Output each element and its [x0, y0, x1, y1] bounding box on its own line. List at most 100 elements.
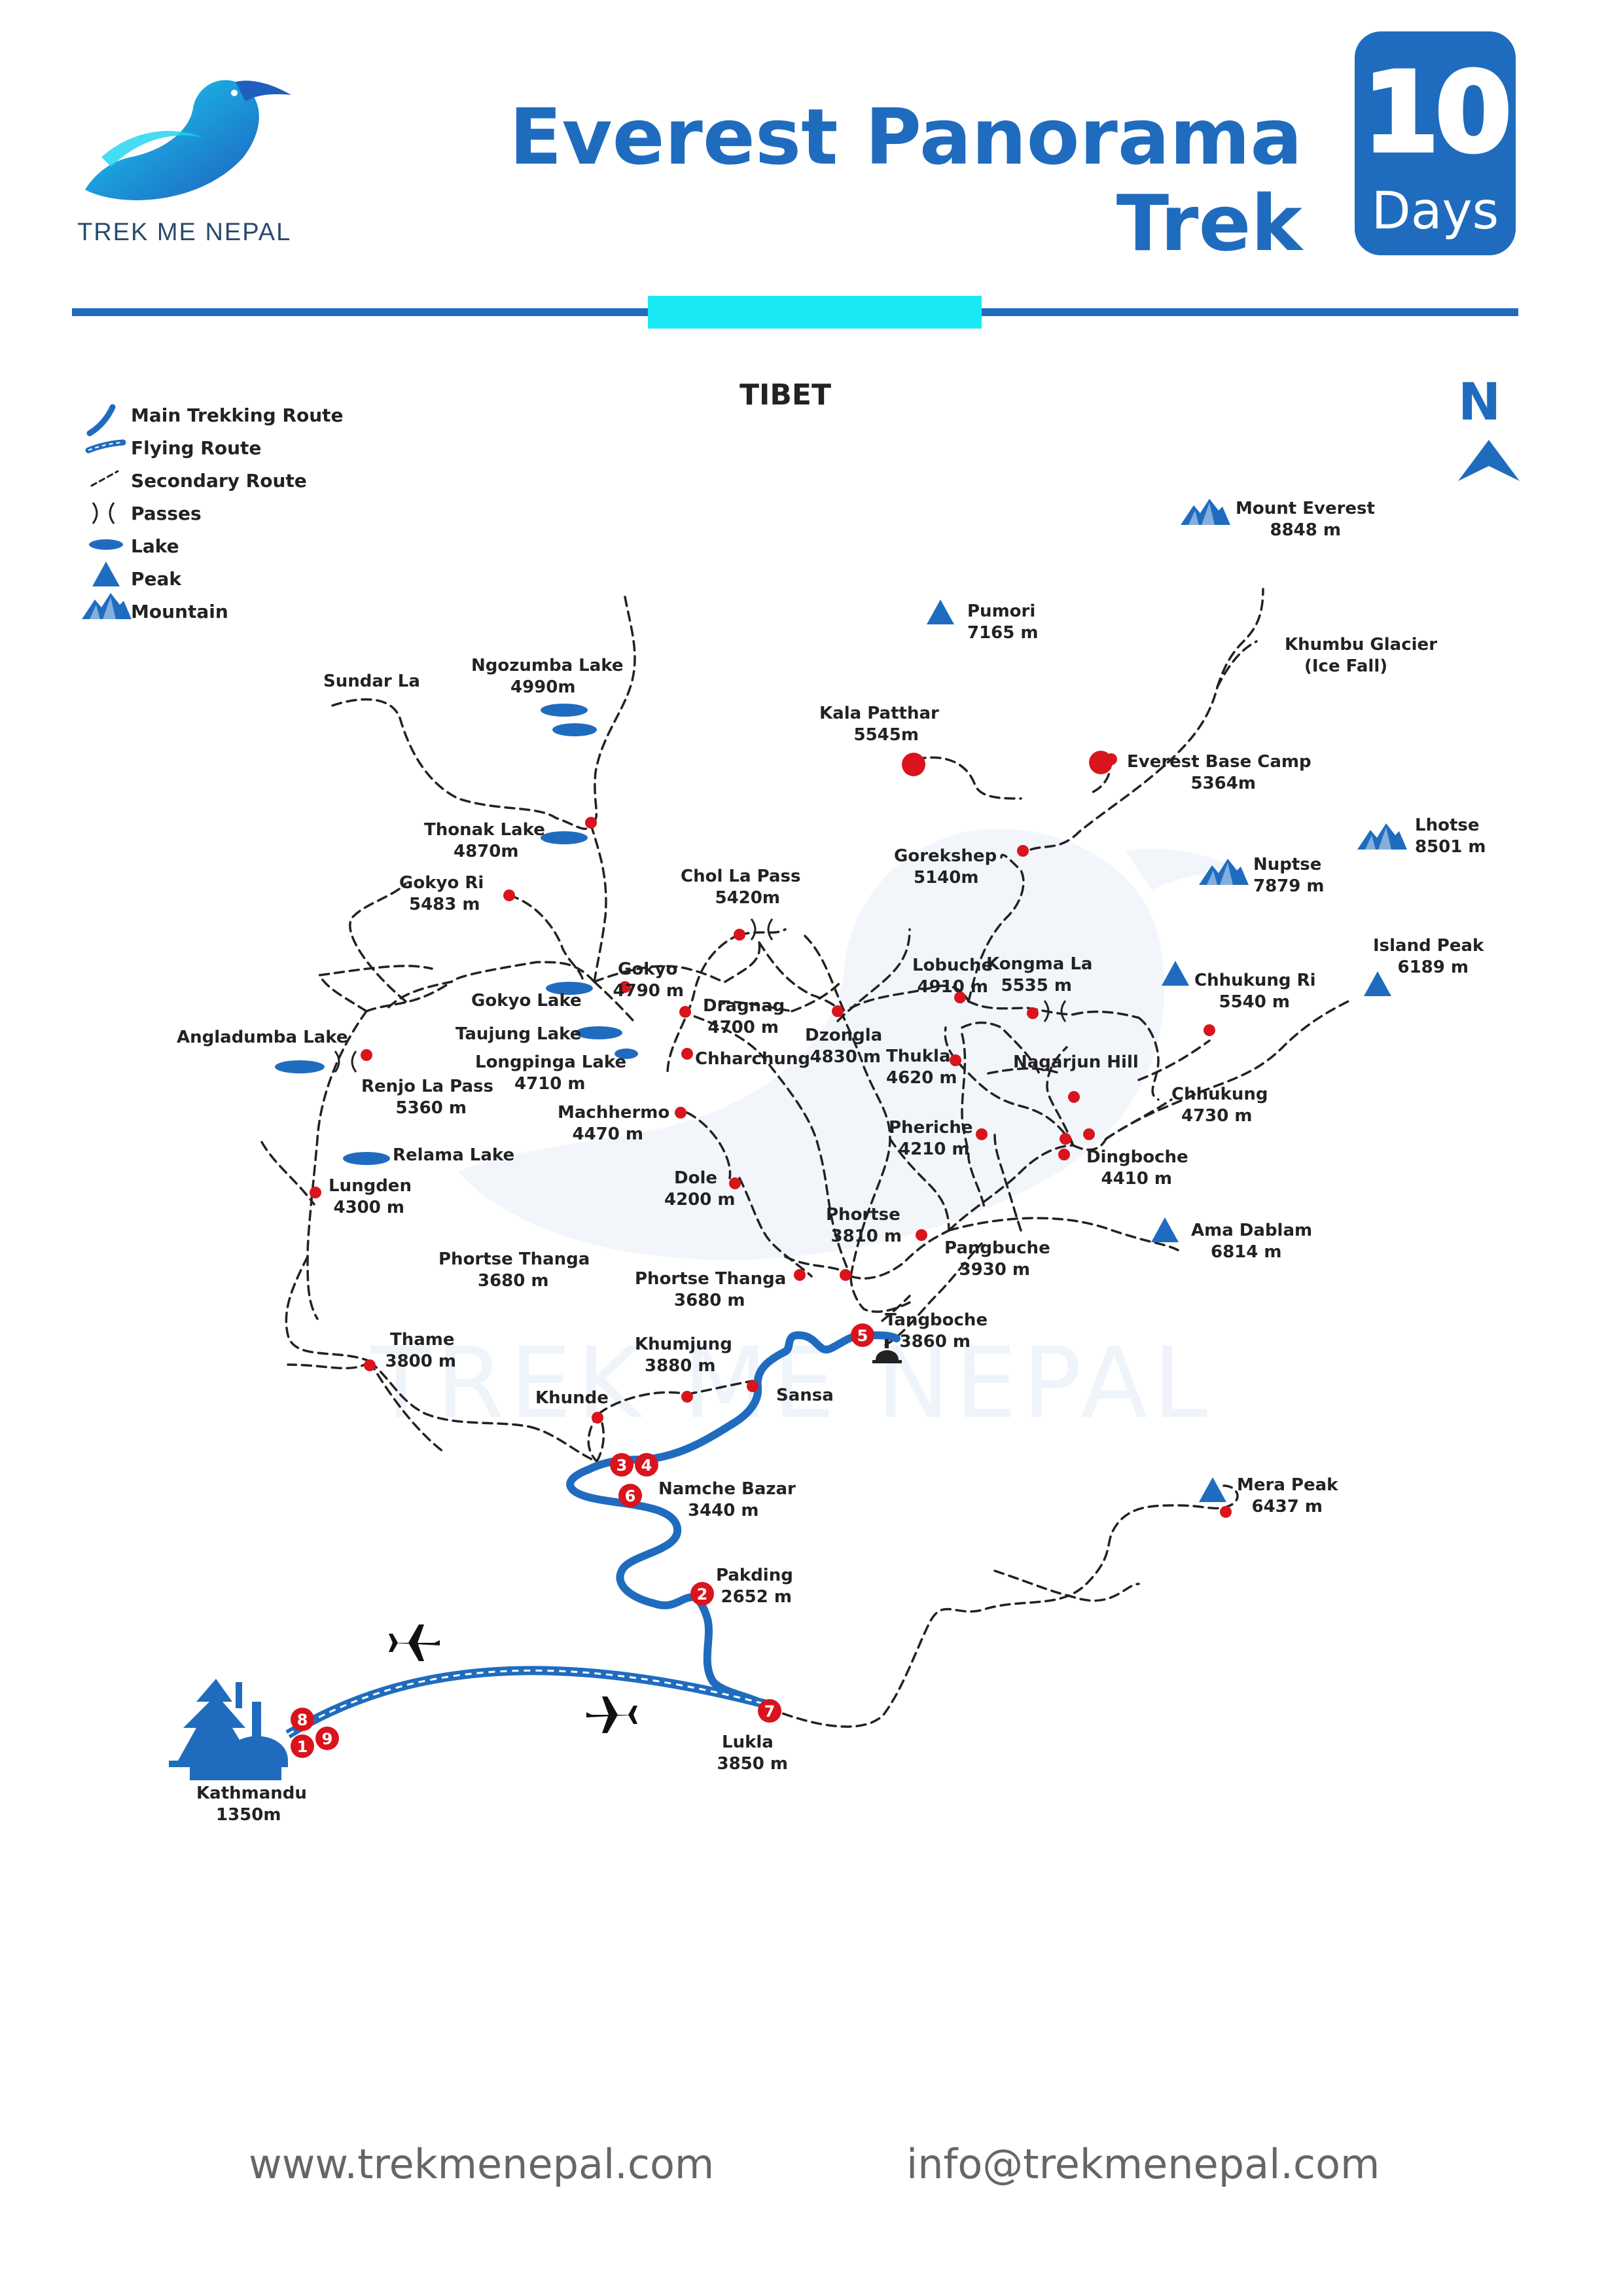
gompa-dome — [876, 1350, 899, 1360]
watermark-bird — [458, 829, 1165, 1261]
place-label: Gokyo Ri — [399, 873, 484, 893]
secondary-route — [1216, 640, 1258, 689]
place-altitude: 8501 m — [1415, 837, 1486, 857]
secondary-route — [365, 980, 453, 1013]
pass-arc-left — [750, 918, 757, 941]
place-label: Kathmandu — [196, 1784, 307, 1803]
lake-icon — [552, 723, 597, 736]
pass-arc-right — [109, 502, 115, 524]
place-altitude: 5535 m — [1001, 976, 1073, 996]
day-marker-label: 6 — [625, 1487, 636, 1505]
secondary-route — [597, 1391, 688, 1415]
region-label: TIBET — [740, 378, 831, 412]
secondary-route — [840, 1010, 891, 1278]
duration-badge: 10 Days — [1355, 31, 1516, 255]
place-label: Angladumba Lake — [177, 1028, 348, 1047]
place-altitude: 4200 m — [664, 1190, 736, 1210]
place-label: Gokyo — [618, 960, 677, 979]
legend-main-route: Main Trekking Route — [131, 404, 344, 426]
place-label: Island Peak — [1373, 936, 1484, 956]
page-title-line2: Trek — [1116, 178, 1302, 268]
legend-lake: Lake — [131, 535, 179, 557]
secondary-route — [1072, 1011, 1140, 1019]
secondary-route — [889, 1138, 950, 1232]
stop-marker — [1058, 1149, 1070, 1160]
place-label: Chharchung — [695, 1049, 810, 1069]
place-label: Lungden — [329, 1176, 412, 1196]
secondary-route — [849, 1275, 911, 1313]
place-altitude: 4790 m — [613, 981, 685, 1001]
mountain-icon — [1199, 859, 1249, 885]
plane-return-icon — [586, 1696, 637, 1733]
place-altitude: 5540 m — [1219, 992, 1291, 1012]
stop-marker — [1060, 1133, 1071, 1145]
plane-shape — [586, 1696, 637, 1733]
secondary-route — [836, 928, 911, 1022]
secondary-route — [306, 1010, 368, 1320]
lake-icon — [615, 1049, 638, 1059]
secondary-route — [1029, 686, 1219, 851]
day-marker-label: 5 — [857, 1327, 868, 1345]
day-marker-3 — [610, 1453, 633, 1477]
summit-marker — [902, 753, 925, 776]
temple-pagoda — [178, 1679, 252, 1761]
place-label: Pumori — [967, 601, 1035, 621]
day-marker-label: 1 — [297, 1738, 308, 1756]
secondary-route — [884, 1242, 983, 1346]
place-label: Gorekshep — [894, 846, 997, 866]
plane-outbound-icon — [389, 1624, 440, 1661]
brand-name: TREK ME NEPAL — [77, 219, 292, 246]
place-altitude: 3680 m — [674, 1291, 745, 1310]
place-label: Lukla — [722, 1732, 774, 1752]
secondary-route — [1105, 1098, 1173, 1140]
temple-spire — [252, 1702, 261, 1748]
place-altitude: 2652 m — [721, 1587, 793, 1607]
peak-icon — [1162, 961, 1189, 986]
stop-marker — [840, 1269, 851, 1281]
place-altitude: 5545m — [854, 725, 919, 745]
place-label: Phortse — [826, 1205, 901, 1225]
place-altitude: 3680 m — [478, 1271, 549, 1291]
place-altitude: 7165 m — [967, 623, 1039, 643]
secondary-route — [1046, 1046, 1075, 1147]
main-route-icon — [86, 404, 116, 437]
stop-marker — [734, 929, 745, 941]
place-altitude: 5483 m — [409, 895, 480, 914]
place-label: Khumjung — [635, 1335, 732, 1354]
place-label: Mount Everest — [1236, 499, 1375, 518]
flying-route-icon-dash — [88, 442, 124, 451]
day-marker-9 — [315, 1727, 339, 1750]
stop-marker — [681, 1048, 693, 1060]
pass-arc-right — [351, 1050, 357, 1073]
watermark-bird-beak — [1126, 848, 1243, 890]
place-label: Sansa — [776, 1386, 834, 1405]
place-altitude: 3440 m — [688, 1501, 759, 1520]
legend-passes: Passes — [131, 503, 202, 524]
lake-icon — [575, 1026, 622, 1039]
brand-logo — [85, 80, 291, 200]
lake-icon — [343, 1152, 390, 1165]
stop-marker — [361, 1049, 372, 1061]
place-altitude: 3800 m — [385, 1352, 457, 1371]
day-marker-label: 2 — [697, 1585, 708, 1604]
place-label: Thame — [390, 1330, 455, 1350]
secondary-route — [260, 1141, 315, 1206]
plane-shape — [389, 1624, 440, 1661]
place-label: Nagarjun Hill — [1013, 1052, 1139, 1072]
footer-email[interactable]: info@trekmenepal.com — [906, 2140, 1380, 2188]
place-label: Phortse Thanga — [438, 1249, 590, 1269]
stop-marker — [675, 1107, 687, 1119]
stop-marker — [794, 1269, 806, 1281]
secondary-route — [679, 1010, 852, 1278]
legend-mountain: Mountain — [131, 601, 228, 622]
place-altitude: 4910 m — [918, 977, 989, 997]
pass-icon — [1043, 1000, 1067, 1022]
gompa-icon — [872, 1339, 902, 1363]
footer-website[interactable]: www.trekmenepal.com — [249, 2140, 715, 2188]
place-label: Kongma La — [986, 954, 1092, 974]
stop-marker — [679, 1006, 691, 1018]
place-altitude: 8848 m — [1270, 520, 1342, 540]
stop-marker — [364, 1359, 376, 1371]
secondary-route — [948, 1144, 1075, 1232]
